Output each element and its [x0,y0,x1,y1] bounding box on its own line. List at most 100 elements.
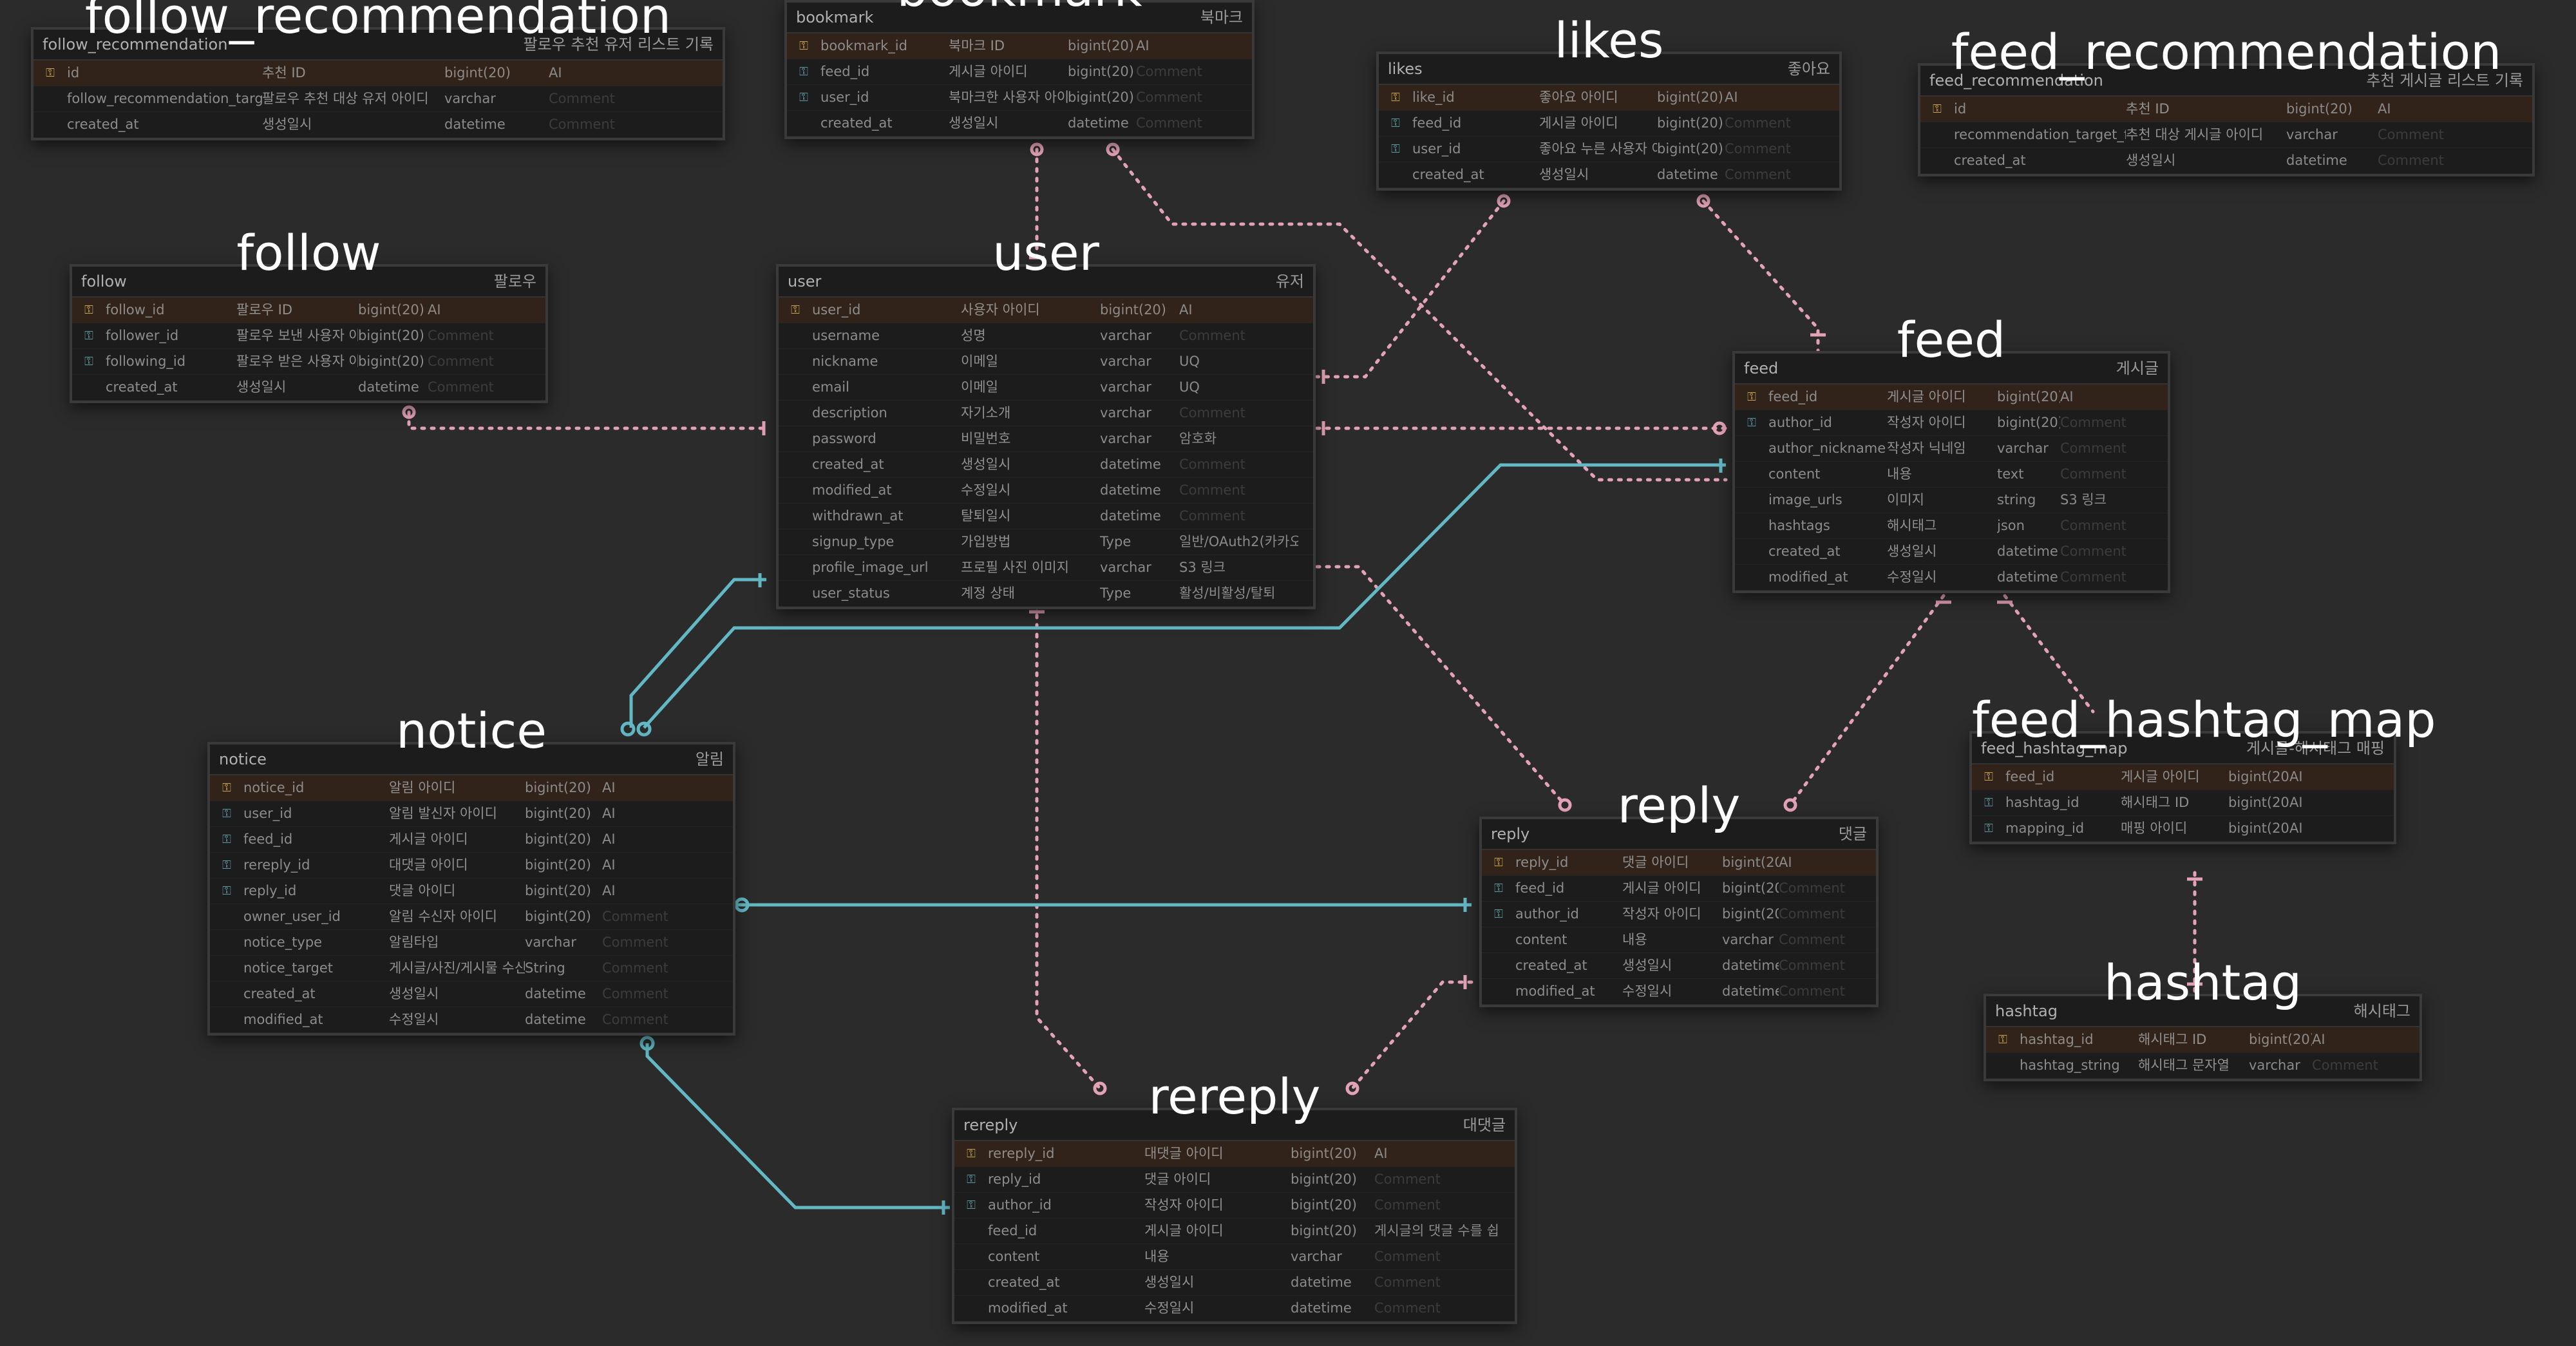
column-type: varchar [444,91,496,106]
column-extra: Comment [428,379,494,395]
column-comment: 생성일시 [262,117,312,132]
primary-key-icon: ⚿ [222,781,231,795]
table-header[interactable]: bookmark북마크bookmark [787,0,1252,33]
column-row[interactable]: recommendation_target_feeds추천 대상 게시글 아이디… [1920,122,2532,148]
primary-key-icon: ⚿ [46,66,55,80]
column-row[interactable]: follow_recommendation_target_users팔로우 추천… [33,86,723,112]
column-name: id [1954,101,1967,117]
table-title-overlay: reply [1617,777,1741,834]
column-comment: 내용 [1144,1249,1170,1264]
column-name: owner_user_id [243,909,341,924]
